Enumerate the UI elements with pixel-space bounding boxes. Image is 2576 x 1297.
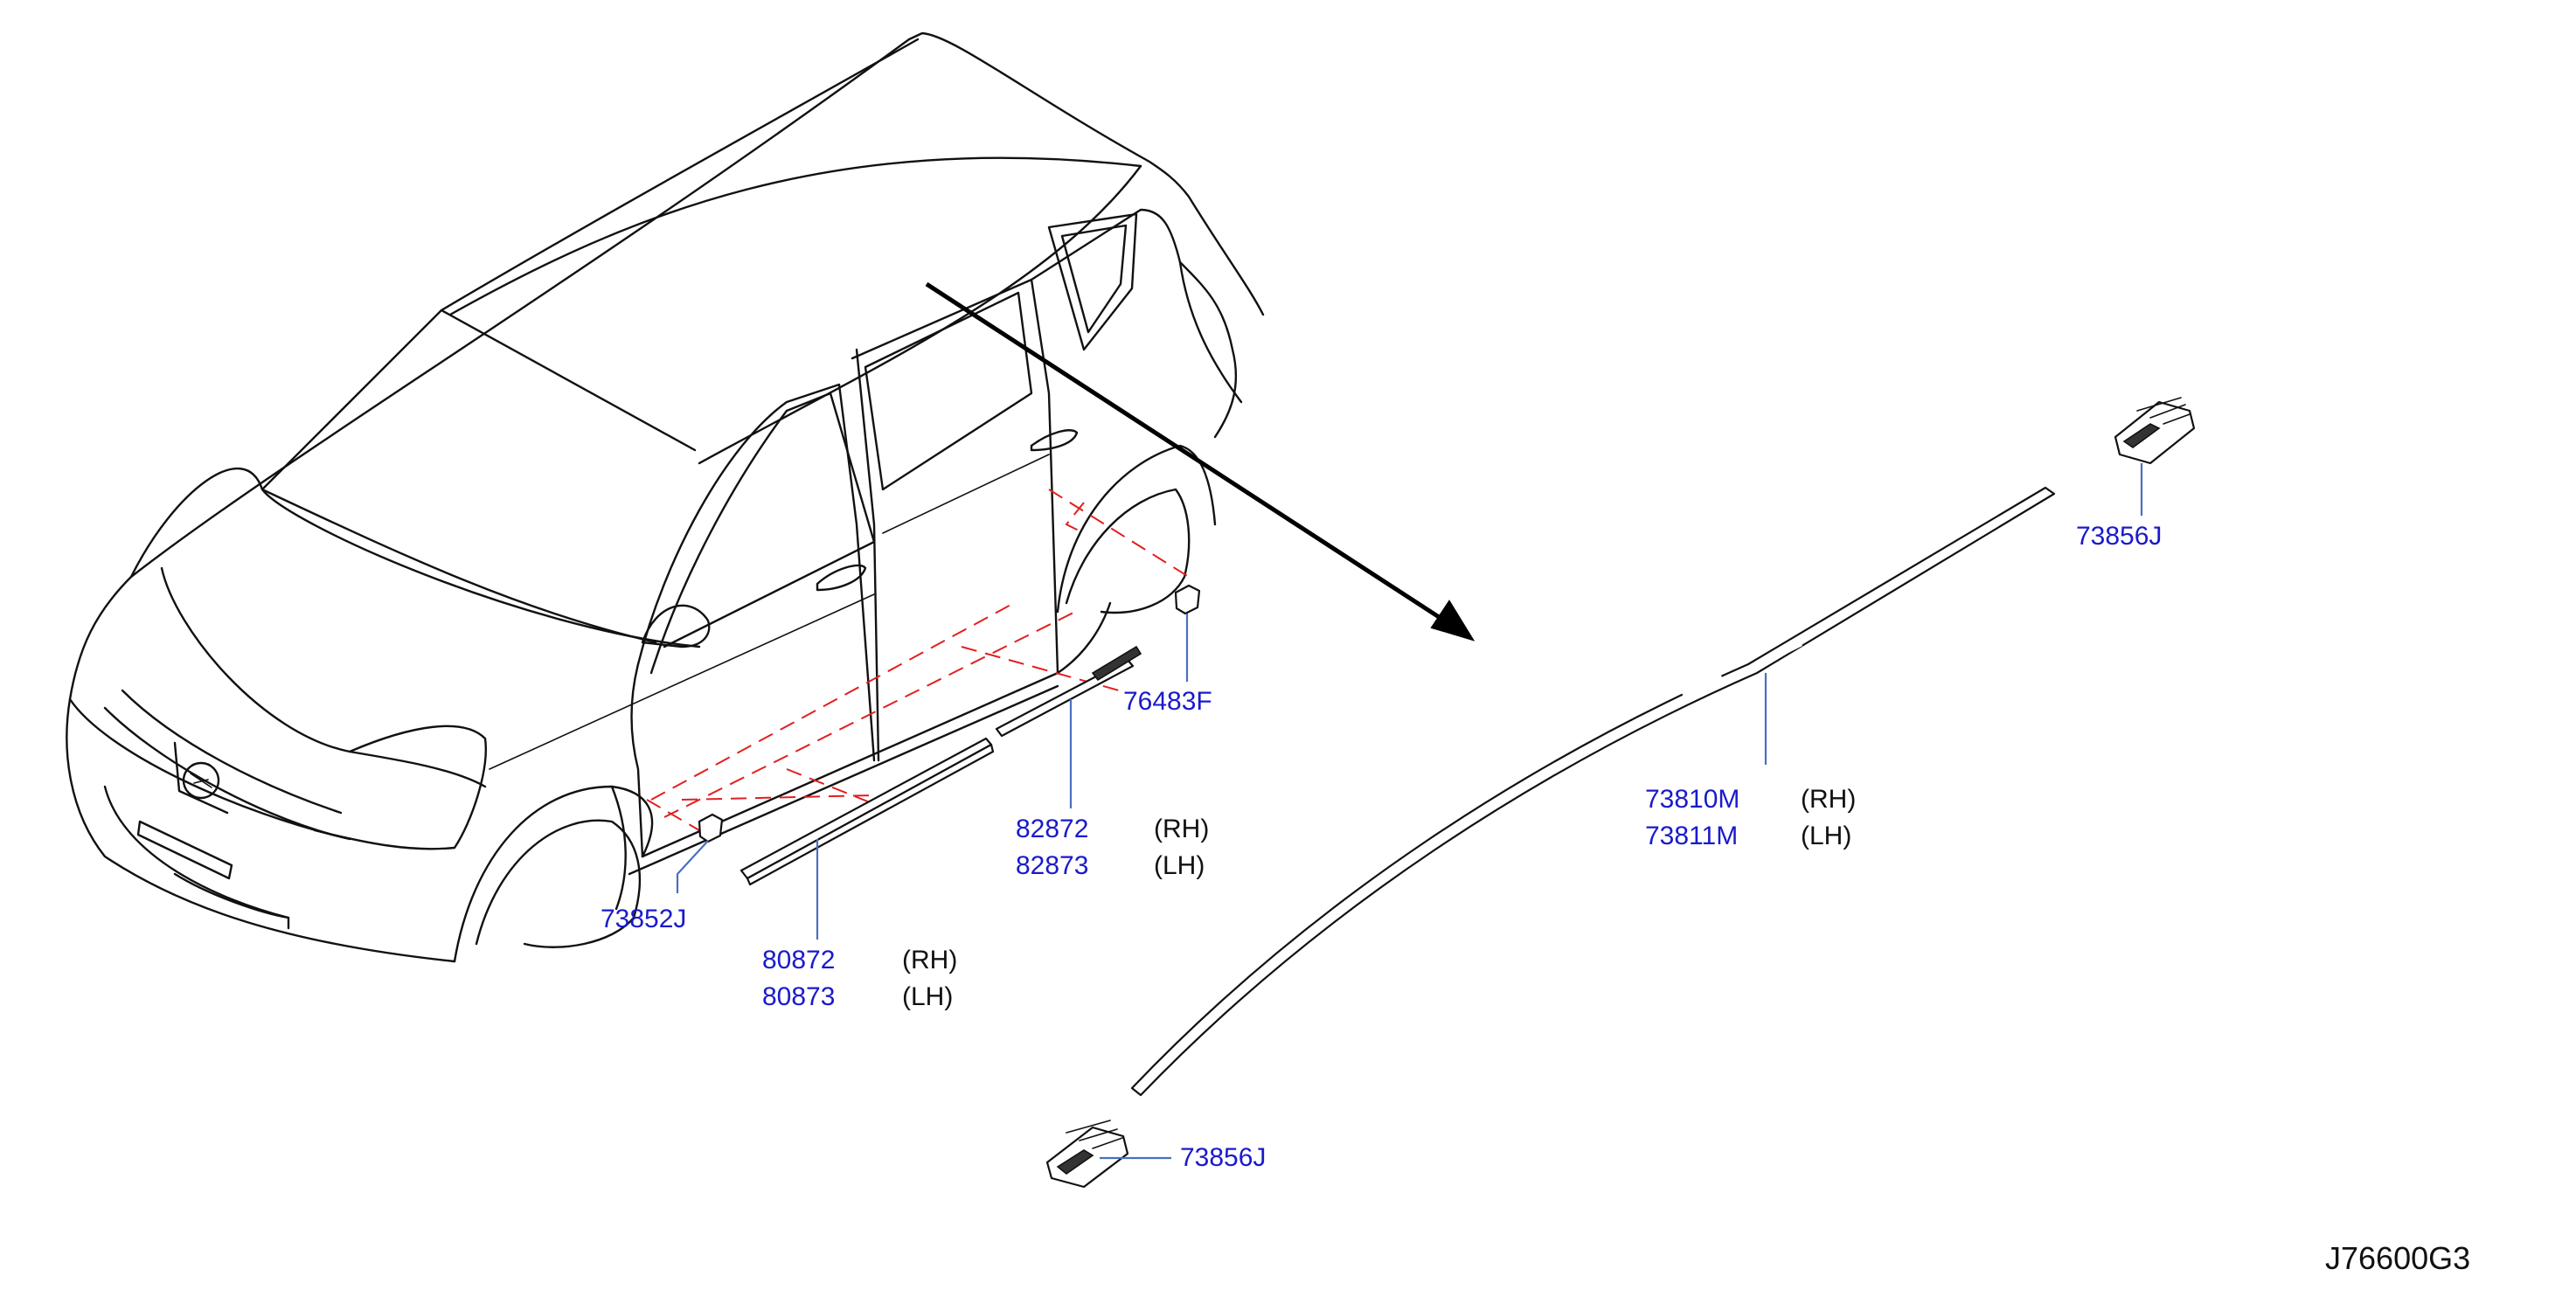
roof-molding [1130,486,2056,1097]
label-80872-side: (RH) [902,946,958,974]
clip-73856j-bottom [1045,1120,1129,1189]
leader-lines [676,463,2143,1160]
rear-door-molding [995,645,1142,738]
label-73810m: 73810M [1645,785,1740,814]
label-73856j-bottom: 73856J [1180,1143,1267,1172]
label-82873: 82873 [1016,851,1089,880]
label-82872-side: (RH) [1154,815,1210,843]
front-door-molding [739,737,995,886]
label-80872: 80872 [762,946,836,974]
label-80873-side: (LH) [902,982,954,1011]
clip-76483f [1174,584,1201,615]
label-73852j: 73852J [601,905,687,933]
clip-73856j-top [2114,397,2196,465]
label-73811m: 73811M [1645,822,1739,850]
label-82872: 82872 [1016,815,1089,843]
label-76483f: 76483F [1123,687,1212,716]
clip-73852j [698,813,724,843]
label-73810m-side: (RH) [1801,785,1857,814]
label-73856j-top: 73856J [2076,522,2163,551]
label-73811m-side: (LH) [1801,822,1852,850]
label-80873: 80873 [762,982,836,1011]
direction-arrow [925,281,1475,642]
label-82873-side: (LH) [1154,851,1205,880]
diagram-code: J76600G3 [2325,1240,2471,1276]
vehicle-outline [66,31,1265,963]
